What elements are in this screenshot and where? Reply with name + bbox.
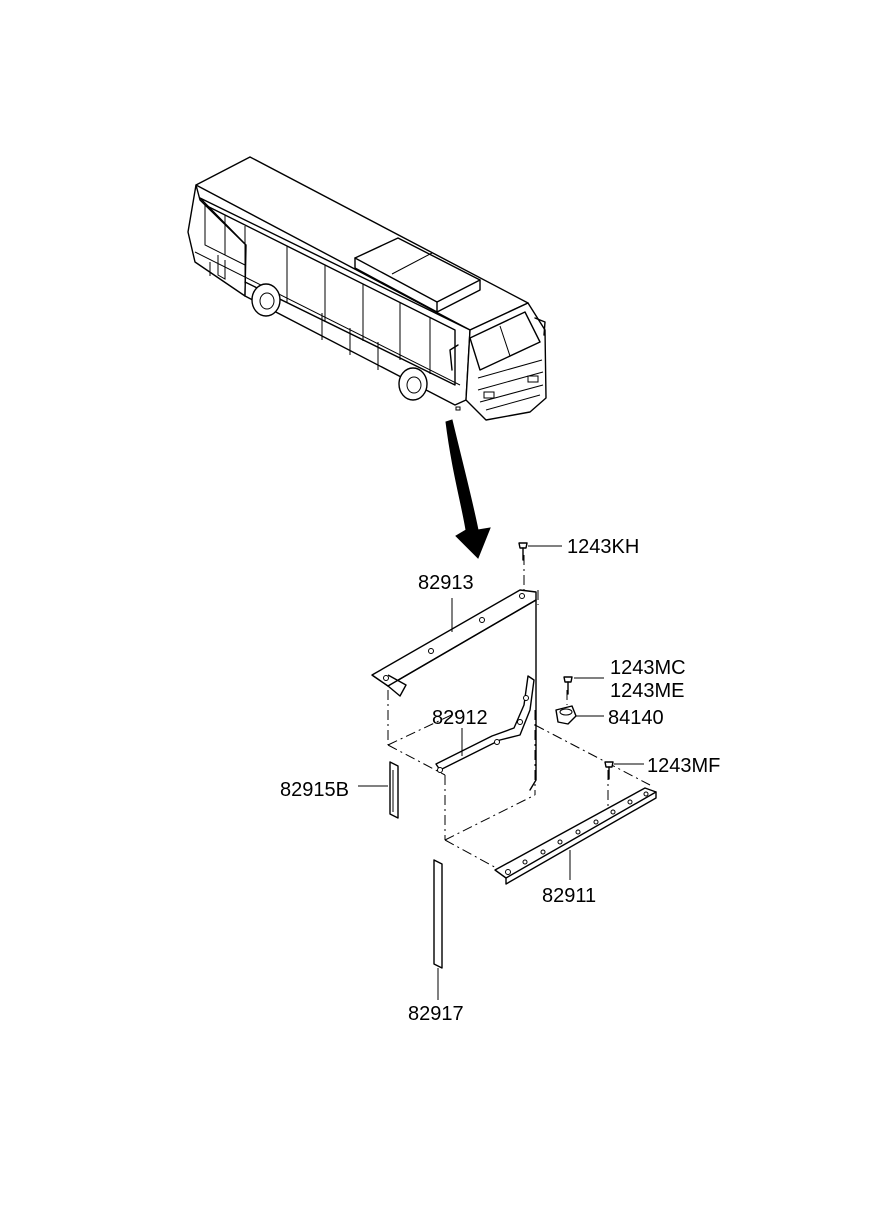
label-82915B: 82915B: [280, 779, 349, 801]
part-82913: [371, 589, 537, 791]
label-82917: 82917: [408, 1003, 464, 1025]
label-82913: 82913: [418, 572, 474, 594]
label-1243KH: 1243KH: [567, 536, 639, 558]
part-82917: [433, 859, 443, 969]
nut-84140-icon: [555, 705, 577, 725]
panel-outline: [387, 555, 651, 871]
bus-illustration: [187, 156, 547, 421]
label-1243ME: 1243ME: [610, 680, 685, 702]
part-82911: [494, 787, 657, 885]
label-1243MF: 1243MF: [647, 755, 720, 777]
part-82912: [435, 675, 535, 773]
label-82912: 82912: [432, 707, 488, 729]
label-84140: 84140: [608, 707, 664, 729]
screw-1243MF-icon: [604, 761, 614, 780]
label-1243MC: 1243MC: [610, 657, 686, 679]
label-82911: 82911: [542, 885, 596, 907]
arrow-icon: [445, 419, 491, 559]
screw-1243KH-icon: [518, 542, 528, 561]
screw-1243MC-icon: [563, 676, 573, 695]
leader-lines: [358, 545, 644, 1000]
part-82915B: [389, 761, 399, 819]
